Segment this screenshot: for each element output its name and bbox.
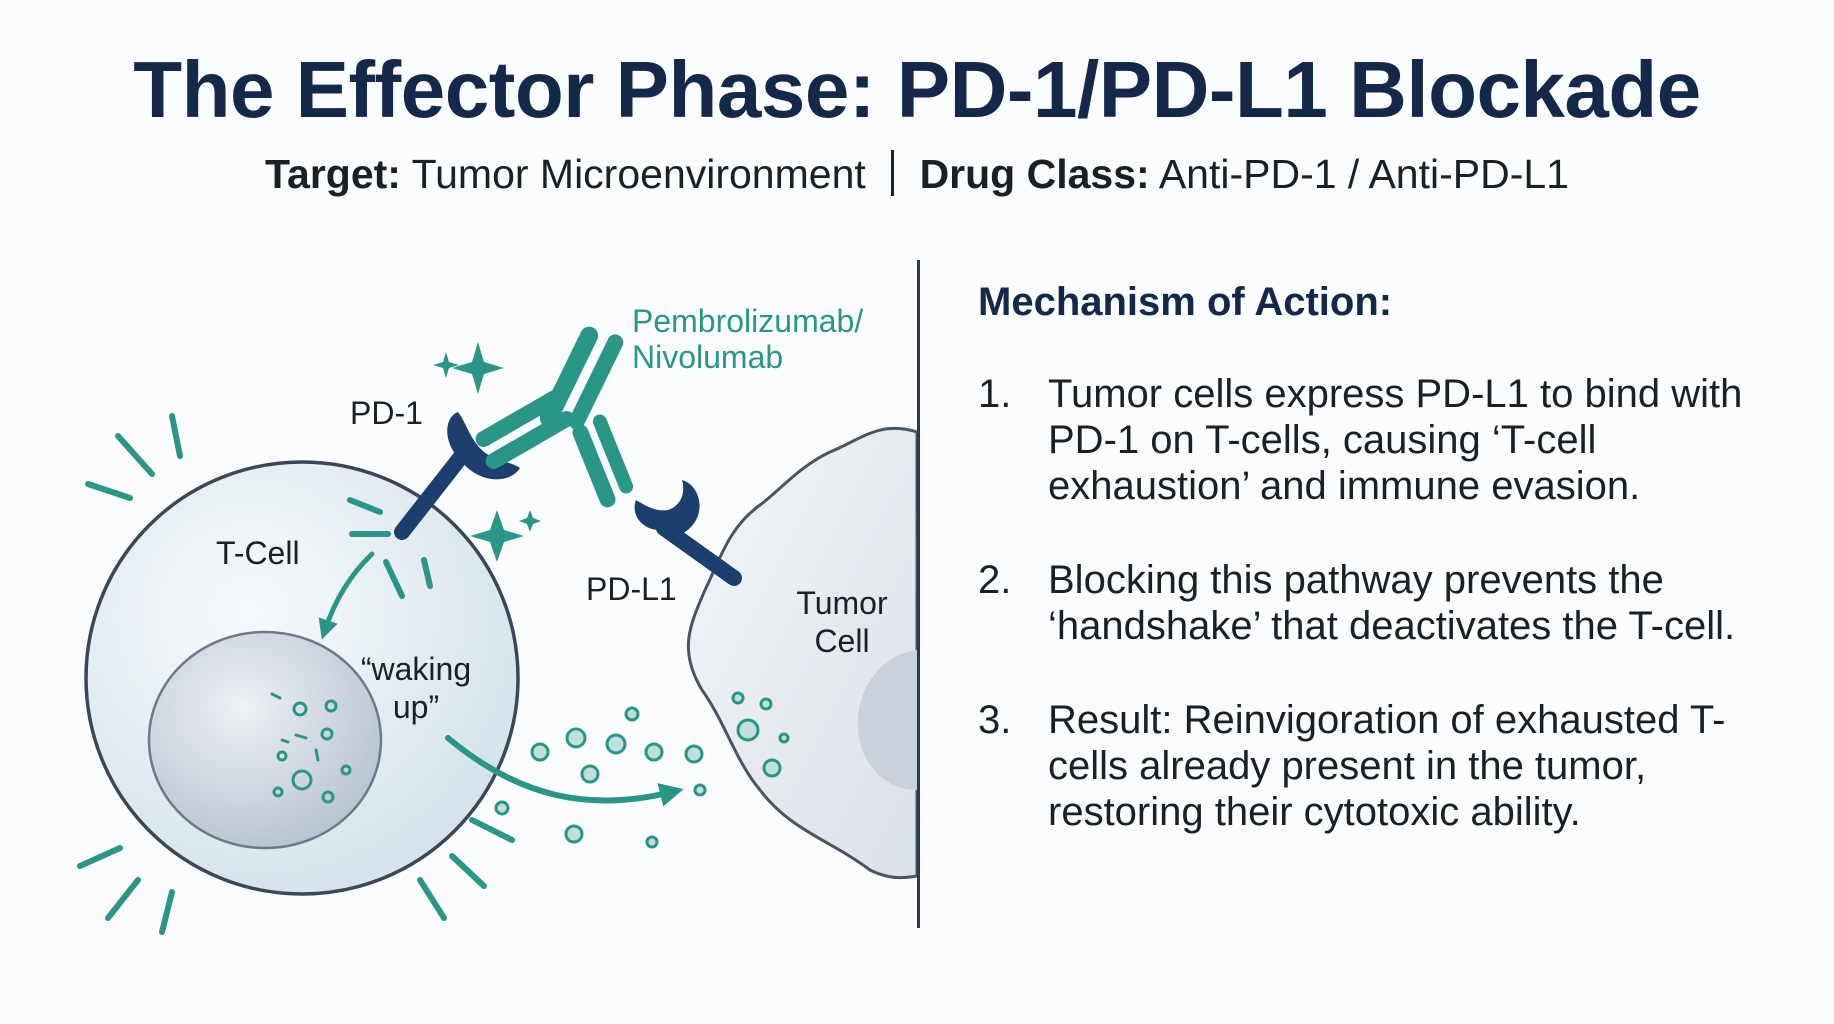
cytotoxic-granules — [494, 691, 790, 849]
mechanism-item: 2. Blocking this pathway prevents the ‘h… — [978, 557, 1798, 649]
drug-label-line1: Pembrolizumab/ — [632, 303, 863, 339]
pdl1-ligand — [634, 480, 742, 586]
mechanism-item: 1. Tumor cells express PD-L1 to bind wit… — [978, 371, 1798, 509]
drug-class-value: Anti-PD-1 / Anti-PD-L1 — [1158, 151, 1569, 197]
subtitle: Target: Tumor Microenvironment Drug Clas… — [0, 150, 1834, 198]
tumor-cell — [686, 426, 919, 880]
mechanism-item-text: Tumor cells express PD-L1 to bind with P… — [1048, 372, 1743, 508]
antibody-icon — [475, 326, 634, 508]
mechanism-item-number: 2. — [978, 558, 1012, 602]
mechanism-item: 3. Result: Reinvigoration of exhausted T… — [978, 697, 1798, 835]
page-title: The Effector Phase: PD-1/PD-L1 Blockade — [133, 45, 1701, 134]
subtitle-separator — [891, 150, 895, 196]
drug-class-label: Drug Class: — [919, 151, 1150, 197]
target-value: Tumor Microenvironment — [411, 151, 866, 197]
mechanism-item-number: 3. — [978, 698, 1012, 742]
mechanism-heading: Mechanism of Action: — [978, 280, 1393, 324]
tumor-cell-label-line1: Tumor — [796, 585, 888, 621]
tumor-cell-label-line2: Cell — [814, 623, 869, 659]
nucleus — [147, 630, 383, 850]
tcell-label: T-Cell — [216, 535, 300, 571]
activation-rays — [77, 413, 515, 935]
mechanism-panel: Mechanism of Action: 1. Tumor cells expr… — [978, 280, 1798, 883]
drug-label-line2: Nivolumab — [632, 339, 783, 375]
nucleus-dashes — [270, 692, 320, 762]
waking-up-arrow — [318, 551, 375, 640]
waking-up-label-line2: up” — [393, 689, 439, 725]
section-divider — [917, 260, 920, 928]
waking-up-label-line1: “waking — [361, 651, 471, 687]
pdl1-label: PD-L1 — [586, 571, 677, 607]
mechanism-item-text: Blocking this pathway prevents the ‘hand… — [1048, 558, 1736, 648]
sparkle-icons — [433, 342, 541, 562]
mechanism-item-text: Result: Reinvigoration of exhausted T-ce… — [1048, 698, 1726, 834]
target-label: Target: — [265, 151, 401, 197]
mechanism-item-number: 1. — [978, 372, 1012, 416]
t-cell — [84, 460, 520, 896]
attack-arrow — [445, 735, 684, 807]
nucleus-granules — [272, 699, 352, 804]
pd1-label: PD-1 — [350, 395, 423, 431]
